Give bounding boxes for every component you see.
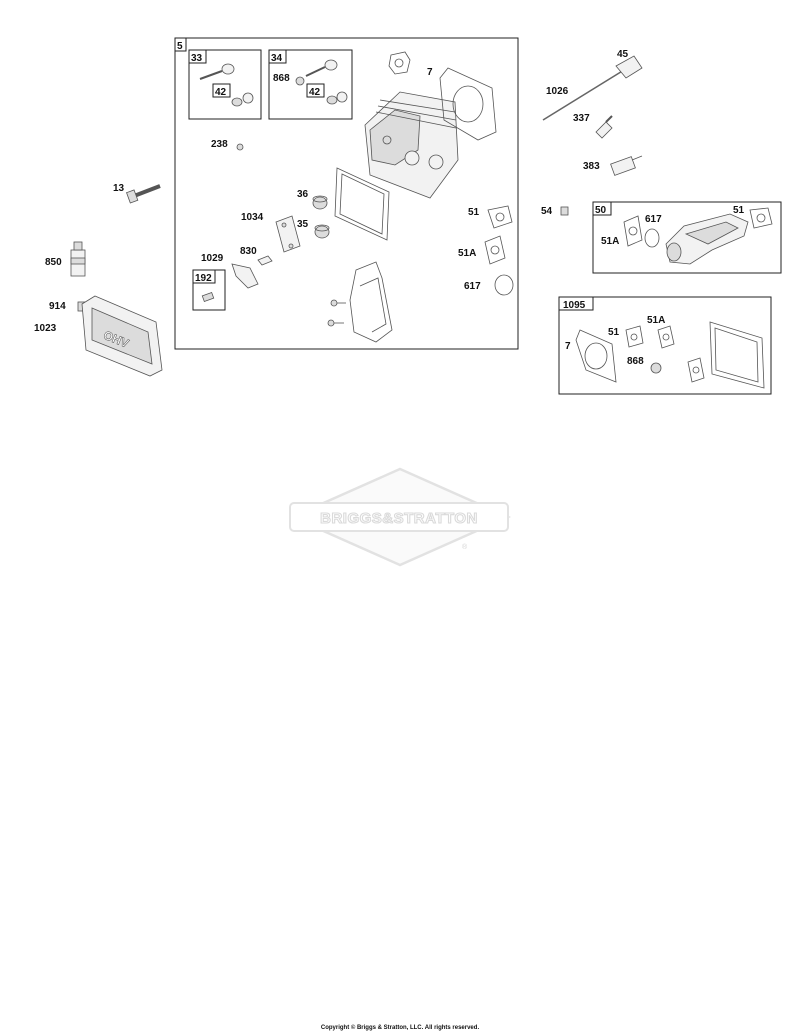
callout-1026: 1026 <box>546 86 569 97</box>
rocker-plate <box>275 215 301 253</box>
callout-42-b: 42 <box>309 87 321 98</box>
callout-1029: 1029 <box>201 253 224 264</box>
callout-36: 36 <box>297 189 309 200</box>
valve-spring-35 <box>314 224 330 239</box>
callout-830: 830 <box>240 246 257 257</box>
callout-35: 35 <box>297 219 309 230</box>
callout-5: 5 <box>177 41 183 52</box>
bolt-13 <box>126 184 161 204</box>
spark-plug <box>595 115 613 139</box>
valve-seal-a <box>231 92 254 107</box>
callout-868-b: 868 <box>627 356 644 367</box>
dowel-pin <box>236 143 244 151</box>
callout-1095: 1095 <box>563 300 586 311</box>
dipstick-tube <box>542 55 643 121</box>
callout-33: 33 <box>191 53 203 64</box>
callout-192: 192 <box>195 273 212 284</box>
assembly-1095-box: 1095 51 51A 7 868 <box>558 296 772 395</box>
valve-spring-36 <box>312 195 328 210</box>
callout-45: 45 <box>617 49 629 60</box>
exhaust-valve <box>305 59 338 77</box>
cylinder-head <box>364 91 459 199</box>
callout-337: 337 <box>573 113 590 124</box>
callout-51A-a: 51A <box>458 248 476 259</box>
callout-383: 383 <box>583 161 600 172</box>
screw-192 <box>201 291 215 303</box>
assembly-5-box: 5 <box>174 37 519 350</box>
valve-seal-b <box>326 91 348 105</box>
callout-617-b: 617 <box>645 214 662 225</box>
assembly-34-box: 34 868 42 <box>268 49 353 120</box>
callout-7-a: 7 <box>427 67 433 78</box>
cylinder-head-gasket-b <box>575 329 617 383</box>
callout-13: 13 <box>113 183 125 194</box>
o-ring-617-a <box>494 274 514 296</box>
intake-manifold <box>665 213 749 265</box>
valve-seat-insert-a <box>295 76 305 86</box>
callout-7-b: 7 <box>565 341 571 352</box>
intake-gasket-51A-b <box>623 215 643 247</box>
exhaust-gasket-small <box>687 357 705 383</box>
callout-34: 34 <box>271 53 283 64</box>
intake-valve <box>199 63 235 80</box>
intake-gasket-51A-c <box>657 325 675 349</box>
rocker-cover: OHV <box>81 295 163 377</box>
intake-gasket-51-a <box>487 205 513 229</box>
intake-gasket-51-c <box>625 325 644 348</box>
assembly-33-box: 33 42 <box>188 49 262 120</box>
air-deflector <box>327 261 393 343</box>
screw-54 <box>560 206 569 216</box>
intake-gasket-51-b <box>749 207 773 229</box>
callout-51-b: 51 <box>733 205 745 216</box>
intake-gasket-51A-a <box>484 235 506 265</box>
assembly-192-box: 192 <box>192 269 226 311</box>
copyright-notice: Copyright © Briggs & Stratton, LLC. All … <box>320 1025 480 1031</box>
callout-42-a: 42 <box>215 87 227 98</box>
push-rod-guide <box>231 263 259 289</box>
callout-868-a: 868 <box>273 73 290 84</box>
callout-50: 50 <box>595 205 607 216</box>
callout-850: 850 <box>45 257 62 268</box>
callout-914: 914 <box>49 301 66 312</box>
sealant-tube <box>70 241 86 277</box>
breather-tube <box>610 155 643 176</box>
assembly-50-box: 50 617 51 51A <box>592 201 782 274</box>
rocker-cover-gasket-inner <box>334 167 390 241</box>
callout-51-c: 51 <box>608 327 620 338</box>
o-ring-617-b <box>644 228 660 248</box>
callout-617-a: 617 <box>464 281 481 292</box>
rocker-cover-gasket-b <box>709 321 765 389</box>
watermark-text: BRIGGS&STRATTON <box>320 510 478 527</box>
callout-1034: 1034 <box>241 212 264 223</box>
stud-830 <box>257 255 273 266</box>
callout-238: 238 <box>211 139 228 150</box>
valve-seat-insert-b <box>650 362 662 374</box>
watermark-registered-mark: ® <box>462 543 468 551</box>
briggs-stratton-watermark: BRIGGS&STRATTON ® <box>288 467 512 567</box>
cylinder-head-gasket-a <box>439 67 497 141</box>
callout-54: 54 <box>541 206 553 217</box>
callout-51A-b: 51A <box>601 236 619 247</box>
callout-51-a: 51 <box>468 207 480 218</box>
intake-gasket-top <box>388 51 411 75</box>
callout-51A-c: 51A <box>647 315 665 326</box>
callout-1023: 1023 <box>34 323 57 334</box>
